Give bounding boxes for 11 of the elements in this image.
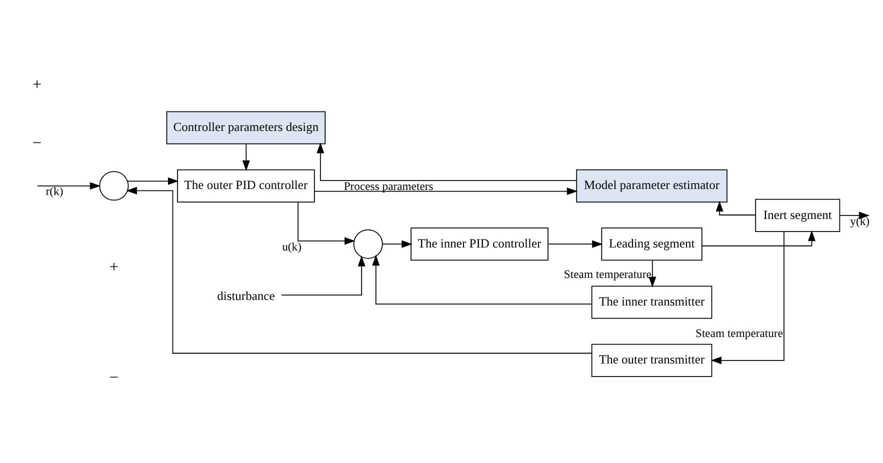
label: + xyxy=(109,258,118,276)
edge-label: Steam temperature xyxy=(564,268,652,281)
label: − xyxy=(109,368,118,386)
label: − xyxy=(32,134,42,152)
node-text: disturbance xyxy=(217,288,275,303)
edge-label: u(k) xyxy=(282,240,302,253)
edge-label: r(k) xyxy=(46,184,64,198)
edge-label: Steam temperature xyxy=(695,326,783,340)
label: + xyxy=(32,76,42,94)
edge-label: Process parameters xyxy=(344,179,434,192)
edge-label: y(k) xyxy=(850,214,870,228)
